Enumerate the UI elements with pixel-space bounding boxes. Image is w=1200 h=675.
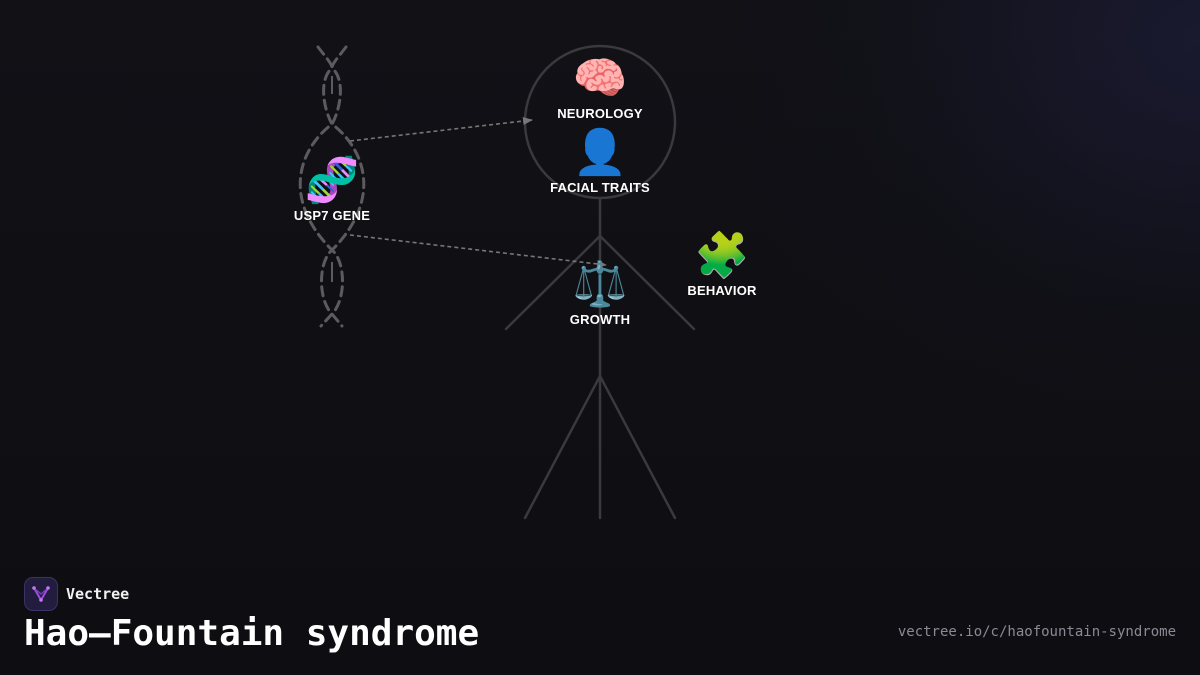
figure-left-leg (523, 374, 602, 520)
figure-right-arm (598, 234, 696, 331)
brain-icon: 🧠 (572, 53, 628, 104)
node-neurology-label: NEUROLOGY (557, 106, 643, 121)
source-url[interactable]: vectree.io/c/haofountain-syndrome (897, 624, 1176, 640)
figure-right-leg (598, 374, 677, 520)
edge-gene-to-growth (349, 234, 607, 268)
node-behavior: 🧩 BEHAVIOR (687, 230, 757, 299)
brand[interactable]: Vectree (24, 577, 129, 611)
page-title: Hao–Fountain syndrome (24, 613, 480, 654)
dna-strand-b (319, 45, 366, 328)
dna-helix (298, 45, 366, 328)
edge-gene-to-neurology (349, 117, 533, 142)
vectree-logo-icon (24, 577, 58, 611)
node-usp7-gene-label: USP7 GENE (293, 208, 371, 223)
node-usp7-gene: 🧬 USP7 GENE (293, 155, 371, 224)
node-growth: ⚖️ GROWTH (569, 259, 631, 328)
node-facial-traits: 👤 FACIAL TRAITS (550, 127, 650, 196)
person-silhouette-icon: 👤 (572, 127, 628, 178)
puzzle-piece-icon: 🧩 (694, 230, 750, 281)
node-growth-label: GROWTH (569, 312, 631, 327)
balance-scale-icon: ⚖️ (572, 259, 628, 310)
node-facial-traits-label: FACIAL TRAITS (550, 180, 650, 195)
brand-name: Vectree (66, 585, 130, 603)
human-figure (504, 44, 696, 520)
dna-icon: 🧬 (304, 155, 360, 206)
node-neurology: 🧠 NEUROLOGY (557, 53, 643, 122)
node-behavior-label: BEHAVIOR (687, 283, 757, 298)
figure-left-arm (504, 234, 602, 331)
